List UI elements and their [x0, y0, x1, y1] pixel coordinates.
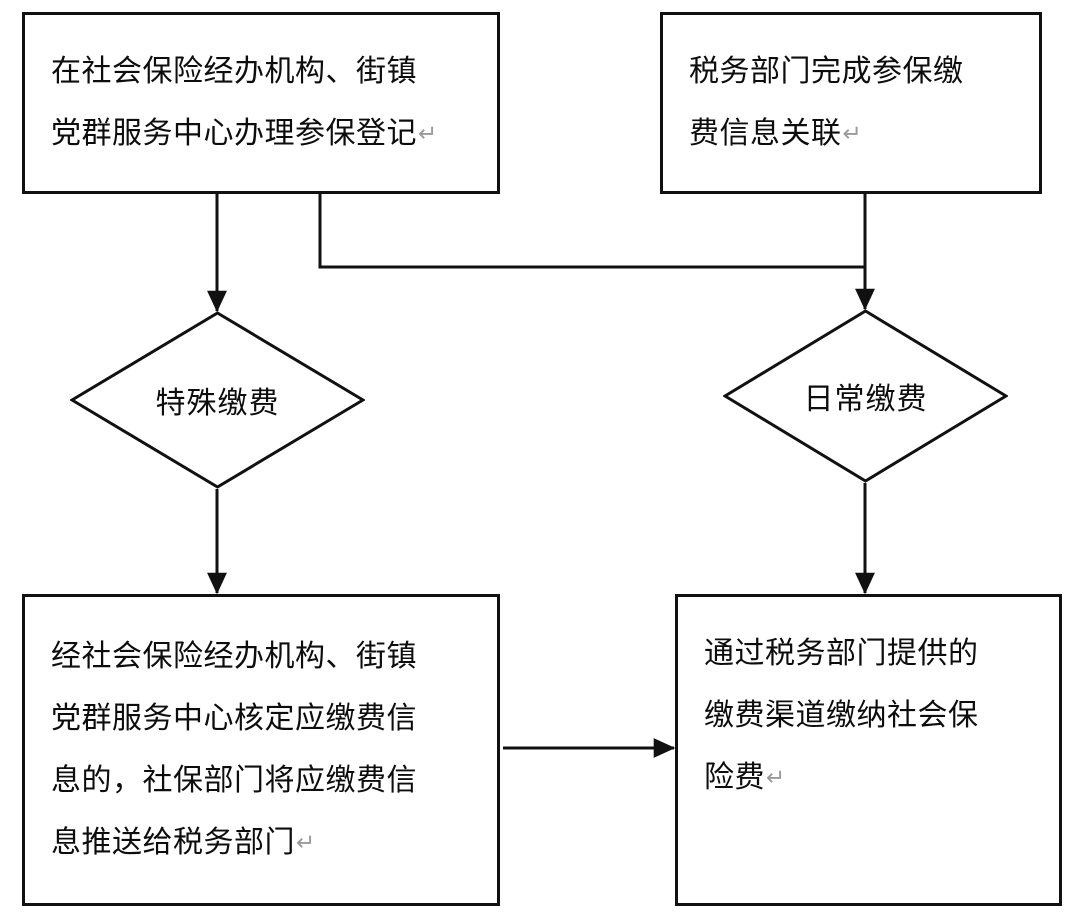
node-top-right-line-2: 费信息关联 [689, 116, 842, 151]
pilcrow-icon: ↵ [842, 121, 863, 147]
node-bottom-left[interactable]: 经社会保险经办机构、街镇 党群服务中心核定应缴费信 息的，社保部门将应缴费信 息… [22, 594, 500, 906]
node-top-left[interactable]: 在社会保险经办机构、街镇 党群服务中心办理参保登记↵ [22, 12, 500, 194]
node-top-right-text: 税务部门完成参保缴 费信息关联↵ [663, 41, 1039, 165]
node-decision-left-label: 特殊缴费 [155, 386, 280, 421]
node-bottom-left-line-4: 息推送给税务部门 [51, 825, 295, 860]
node-bottom-left-line-3: 息的，社保部门将应缴费信 [51, 763, 417, 798]
pilcrow-icon: ↵ [418, 121, 438, 147]
node-bottom-right-text: 通过税务部门提供的 缴费渠道缴纳社会保 险费↵ [678, 597, 1059, 809]
diamond-shape-right [723, 309, 1008, 483]
node-top-right-line-1: 税务部门完成参保缴 [689, 54, 964, 89]
node-top-left-text: 在社会保险经办机构、街镇 党群服务中心办理参保登记↵ [25, 41, 497, 165]
node-decision-left[interactable]: 特殊缴费 [70, 311, 365, 489]
node-decision-right-label: 日常缴费 [803, 382, 928, 417]
node-decision-right[interactable]: 日常缴费 [723, 309, 1008, 483]
connector-top-left-to-decision-right [318, 194, 866, 269]
node-bottom-right-line-1: 通过税务部门提供的 [704, 636, 979, 671]
node-bottom-right-line-2: 缴费渠道缴纳社会保 [704, 698, 979, 733]
node-bottom-right[interactable]: 通过税务部门提供的 缴费渠道缴纳社会保 险费↵ [675, 594, 1062, 906]
diamond-shape-left [70, 311, 365, 489]
node-bottom-left-line-1: 经社会保险经办机构、街镇 [51, 639, 417, 674]
node-top-left-line-1: 在社会保险经办机构、街镇 [51, 54, 417, 89]
node-bottom-left-text: 经社会保险经办机构、街镇 党群服务中心核定应缴费信 息的，社保部门将应缴费信 息… [25, 626, 497, 874]
node-bottom-left-line-2: 党群服务中心核定应缴费信 [51, 701, 417, 736]
pilcrow-icon: ↵ [296, 830, 316, 856]
node-bottom-right-line-3: 险费 [704, 760, 765, 795]
node-top-right[interactable]: 税务部门完成参保缴 费信息关联↵ [660, 12, 1042, 194]
pilcrow-icon: ↵ [766, 765, 786, 791]
node-top-left-line-2: 党群服务中心办理参保登记 [51, 116, 417, 151]
